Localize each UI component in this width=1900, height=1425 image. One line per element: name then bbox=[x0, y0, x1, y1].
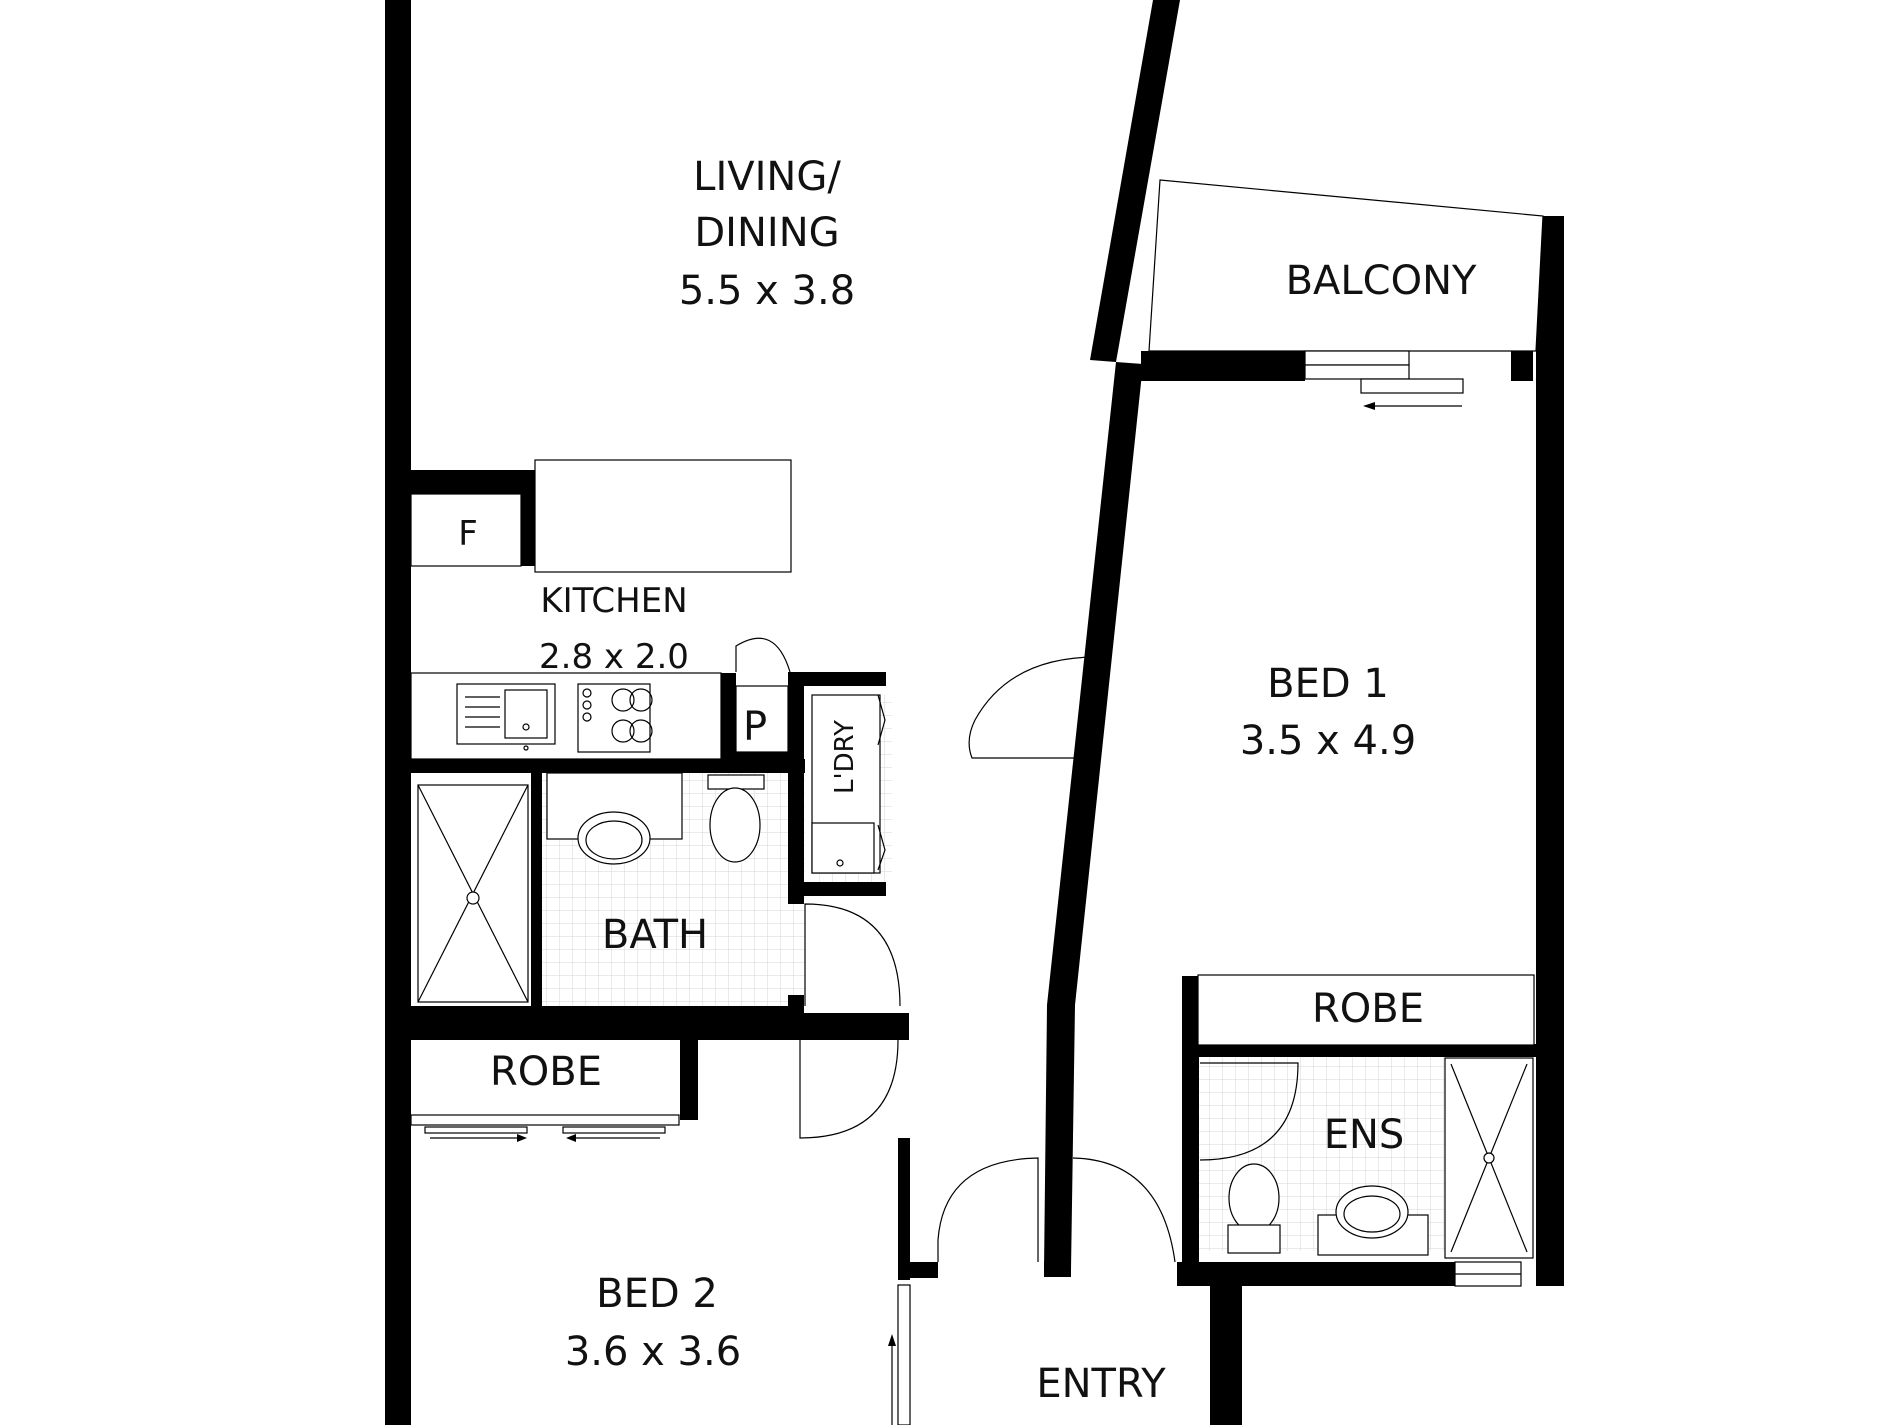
living-size: 5.5 x 3.8 bbox=[679, 268, 855, 314]
entry-fixtures bbox=[937, 1157, 1176, 1263]
bed1-name: BED 1 bbox=[1267, 661, 1389, 707]
pantry-cupboard bbox=[735, 685, 789, 753]
kitchen-size: 2.8 x 2.0 bbox=[539, 637, 689, 677]
balcony-name: BALCONY bbox=[1286, 258, 1477, 304]
walls bbox=[385, 0, 1564, 1425]
pantry-label: P bbox=[743, 704, 767, 750]
bed2-size: 3.6 x 3.6 bbox=[565, 1329, 741, 1375]
tiled-floors bbox=[540, 695, 1533, 1251]
ensuite-basin-icon bbox=[1317, 1185, 1429, 1256]
basin-icon bbox=[546, 772, 683, 865]
toilet-icon bbox=[707, 774, 765, 863]
bed2-name: BED 2 bbox=[596, 1271, 718, 1317]
fridge-space bbox=[410, 493, 522, 567]
pantry-door-swing bbox=[735, 637, 791, 673]
bed2-robe-fixtures bbox=[410, 1039, 911, 1425]
bath-door-swing bbox=[804, 903, 901, 1007]
kitchen-name: KITCHEN bbox=[540, 581, 687, 621]
laundry-tub bbox=[811, 822, 875, 874]
cooktop-icon bbox=[577, 683, 653, 753]
room-labels: LIVING/ DINING 5.5 x 3.8 BALCONY F KITCH… bbox=[458, 154, 1477, 1407]
laundry-fixtures bbox=[811, 694, 886, 874]
shower-icon bbox=[417, 784, 529, 1003]
living-name-line2: DINING bbox=[694, 210, 839, 256]
ensuite-toilet-icon bbox=[1227, 1163, 1281, 1254]
entry-door-swing-right bbox=[1072, 1157, 1176, 1263]
bed1-robe bbox=[1197, 974, 1535, 1046]
ensuite-shower-icon bbox=[1444, 1057, 1534, 1259]
fridge-label: F bbox=[458, 514, 478, 554]
ensuite-door-swing bbox=[1199, 1062, 1299, 1161]
bath-name: BATH bbox=[602, 912, 708, 958]
ensuite-fixtures bbox=[1199, 1057, 1534, 1287]
bed2-robe-label: ROBE bbox=[490, 1049, 602, 1095]
bed1-robe-label: ROBE bbox=[1312, 986, 1424, 1032]
living-name-line1: LIVING/ bbox=[693, 154, 841, 200]
entry-name: ENTRY bbox=[1036, 1361, 1166, 1407]
bed2-door-swing bbox=[799, 1039, 899, 1139]
kitchen-fixtures bbox=[410, 459, 792, 760]
laundry-label: L'DRY bbox=[830, 720, 860, 794]
sink-icon bbox=[456, 683, 556, 751]
bed1-size: 3.5 x 4.9 bbox=[1240, 718, 1416, 764]
bath-fixtures bbox=[417, 772, 901, 1007]
ensuite-name: ENS bbox=[1324, 1112, 1405, 1158]
bed1-door-swing bbox=[968, 656, 1098, 759]
kitchen-island bbox=[534, 459, 792, 573]
entry-door-swing-left bbox=[937, 1157, 1039, 1262]
bed1-fixtures bbox=[968, 179, 1544, 1046]
